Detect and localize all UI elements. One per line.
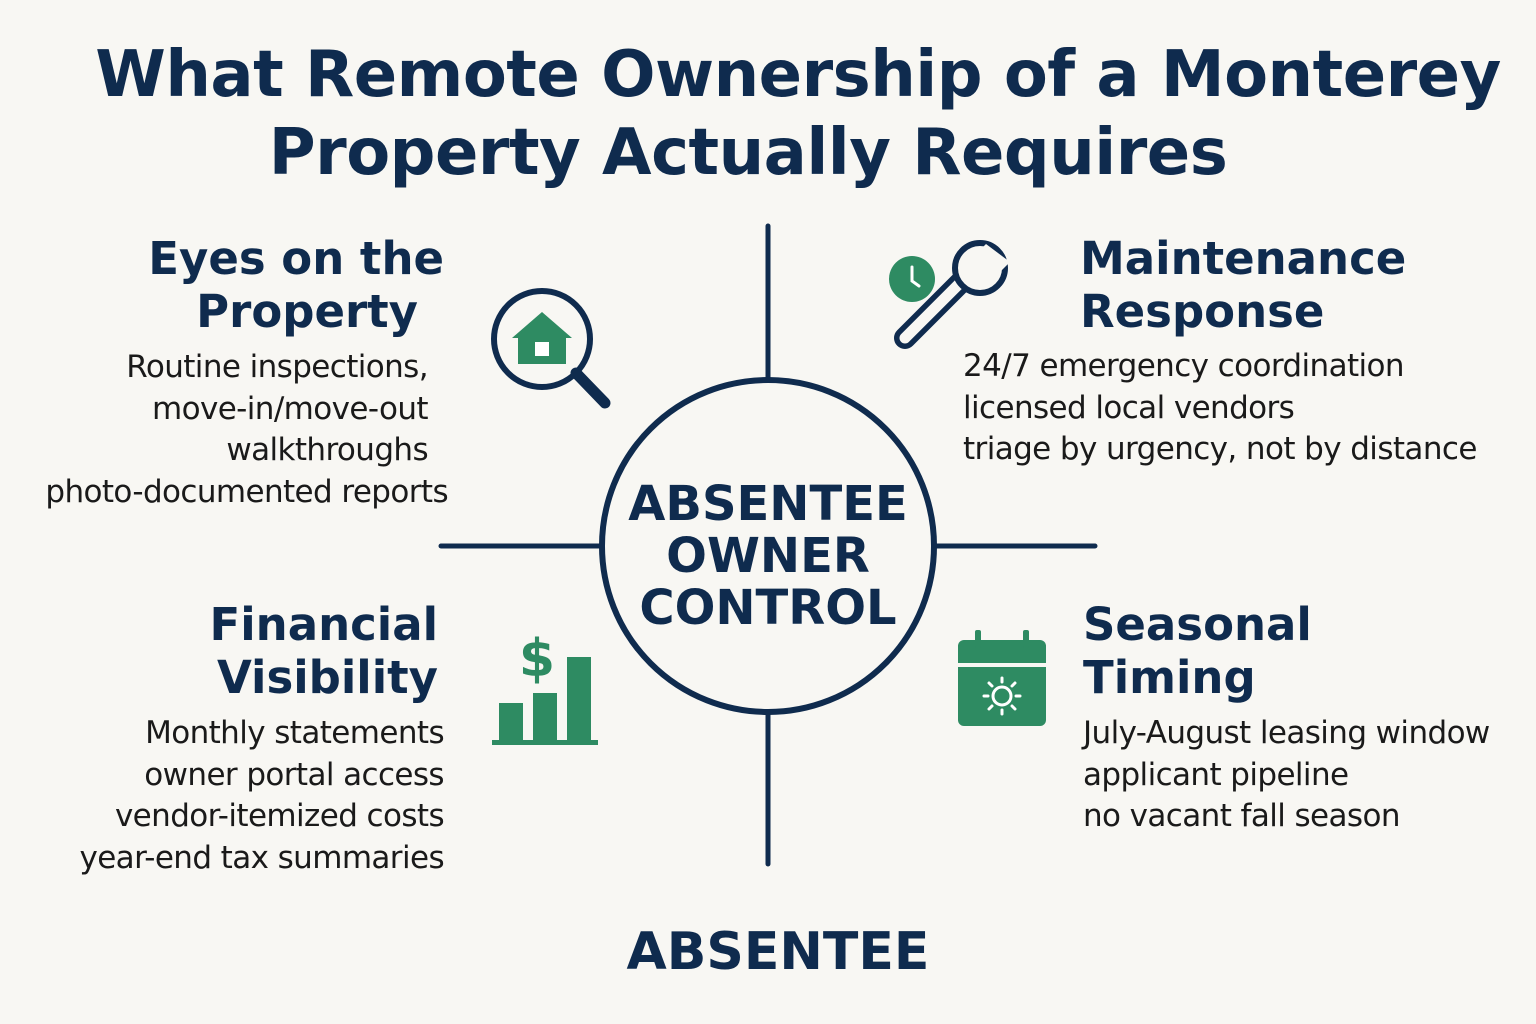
svg-text:$: $ (519, 629, 555, 689)
hub-line-2: OWNER (666, 528, 870, 584)
heading-line: Maintenance (1080, 232, 1407, 285)
page-title: What Remote Ownership of a Monterey Prop… (0, 36, 1536, 192)
heading-line: Response (1080, 285, 1325, 338)
maintenance-response-heading: Maintenance Response (1080, 232, 1406, 338)
detail-line: vendor-itemized costs (114, 798, 445, 834)
detail-line: 24/7 emergency coordination (963, 348, 1405, 384)
detail-line: no vacant fall season (1083, 798, 1400, 834)
heading-line: Timing (1083, 651, 1256, 704)
dollar-bar-chart-icon: $ (492, 629, 598, 745)
detail-line: triage by urgency, not by distance (963, 431, 1477, 467)
seasonal-timing-details: July-August leasing window applicant pip… (1083, 713, 1490, 838)
detail-line: Routine inspections, (126, 349, 428, 385)
detail-line: photo-documented reports (45, 473, 448, 510)
heading-line: Property (196, 285, 418, 338)
hub-label: ABSENTEE OWNER CONTROL (600, 478, 936, 634)
heading-line: Visibility (216, 651, 438, 704)
footer-label: ABSENTEE (626, 922, 930, 982)
detail-line: Monthly statements (145, 715, 445, 751)
heading-line: Seasonal (1083, 598, 1312, 651)
eyes-on-property-heading: Eyes on the Property (148, 232, 444, 338)
heading-line: Financial (209, 598, 439, 651)
wrench-clock-icon (889, 240, 1010, 349)
detail-line: July-August leasing window (1083, 715, 1490, 751)
financial-visibility-details: Monthly statements owner portal access v… (79, 713, 444, 879)
title-line-1: What Remote Ownership of a Monterey (95, 38, 1501, 112)
financial-visibility-heading: Financial Visibility (210, 598, 439, 704)
title-line-2: Property Actually Requires (268, 116, 1228, 190)
heading-line: Eyes on the (148, 232, 444, 285)
detail-line: move-in/move-out (152, 390, 429, 427)
hub-line-1: ABSENTEE (628, 476, 908, 532)
home-magnifier-icon (491, 288, 611, 409)
detail-line: applicant pipeline (1083, 756, 1349, 793)
detail-line: walkthroughs (226, 432, 428, 468)
detail-line: licensed local vendors (963, 389, 1295, 426)
hub-circle (599, 377, 937, 715)
maintenance-response-details: 24/7 emergency coordination licensed loc… (963, 346, 1477, 471)
detail-line: owner portal access (144, 756, 444, 793)
seasonal-timing-heading: Seasonal Timing (1083, 598, 1312, 704)
hub-line-3: CONTROL (639, 580, 897, 636)
detail-line: year-end tax summaries (79, 839, 444, 876)
calendar-sun-icon (958, 630, 1046, 726)
eyes-on-property-details: Routine inspections, move-in/move-out wa… (45, 347, 448, 513)
